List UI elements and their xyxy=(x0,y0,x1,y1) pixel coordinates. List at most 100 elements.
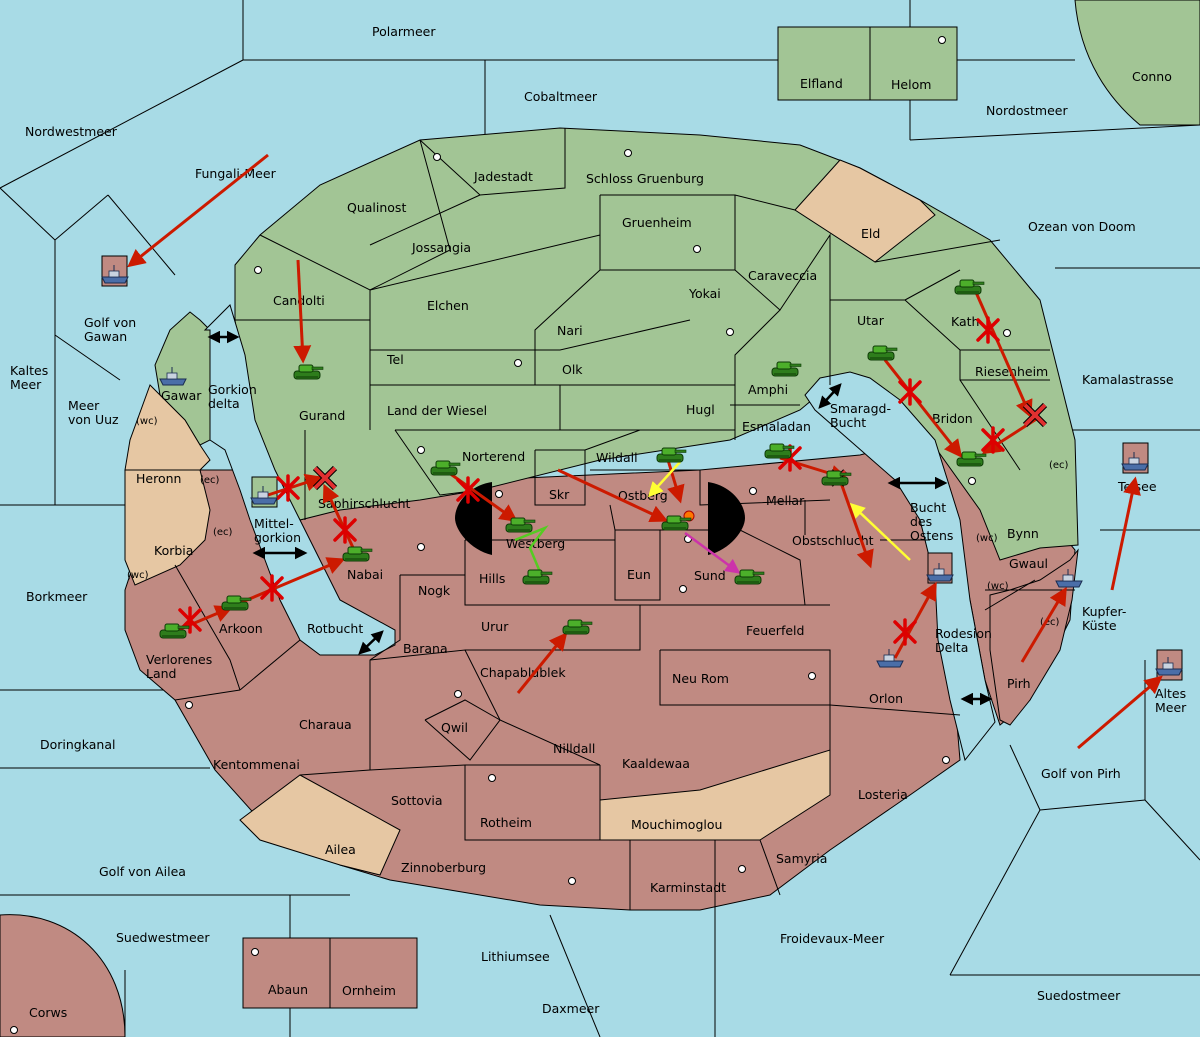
label-schloss: Schloss Gruenburg xyxy=(586,171,704,186)
label-qualinost: Qualinost xyxy=(347,200,406,215)
coast-tag: (ec) xyxy=(200,475,220,486)
label-feuerfeld: Feuerfeld xyxy=(746,623,804,638)
label-golf-pirh: Golf von Pirh xyxy=(1041,766,1121,781)
label-skr: Skr xyxy=(549,487,570,502)
label-olk: Olk xyxy=(562,362,583,377)
label-cobaltmeer: Cobaltmeer xyxy=(524,89,598,104)
coast-tag: (ec) xyxy=(213,527,233,538)
label-jossangia: Jossangia xyxy=(411,240,471,255)
coast-tag: (wc) xyxy=(987,581,1009,592)
label-polarmeer: Polarmeer xyxy=(372,24,436,39)
label-fungali: Fungali-Meer xyxy=(195,166,277,181)
coast-tag: (wc) xyxy=(127,570,149,581)
label-chapablublek: Chapablublek xyxy=(480,665,566,680)
failed-order-marks xyxy=(178,316,1005,646)
label-gruenheim: Gruenheim xyxy=(622,215,692,230)
label-wildall: Wildall xyxy=(596,450,638,465)
label-elfland: Elfland xyxy=(800,76,843,91)
label-gwaul: Gwaul xyxy=(1009,556,1048,571)
label-lithium: Lithiumsee xyxy=(481,949,550,964)
coast-tag: (ec) xyxy=(1049,460,1069,471)
label-teisee: Teisee xyxy=(1117,479,1157,494)
label-caraveccia: Caraveccia xyxy=(748,268,817,283)
label-losteria: Losteria xyxy=(858,787,908,802)
label-orlon: Orlon xyxy=(869,691,903,706)
canal-links xyxy=(207,330,993,706)
label-conno: Conno xyxy=(1132,69,1172,84)
label-qwil: Qwil xyxy=(441,720,468,735)
label-smaragd: Smaragd-Bucht xyxy=(830,401,891,430)
label-saphirschlucht: Saphirschlucht xyxy=(318,496,411,511)
label-hugl: Hugl xyxy=(686,402,715,417)
label-obstschlucht: Obstschlucht xyxy=(792,533,874,548)
label-nordwestmeer: Nordwestmeer xyxy=(25,124,118,139)
sea-labels: Polarmeer Cobaltmeer Nordwestmeer Nordos… xyxy=(10,24,1174,1016)
province-borders xyxy=(174,128,1075,910)
label-mouchimoglou: Mouchimoglou xyxy=(631,817,722,832)
label-landwiesel: Land der Wiesel xyxy=(387,403,487,418)
label-doom: Ozean von Doom xyxy=(1028,219,1136,234)
label-utar: Utar xyxy=(857,313,885,328)
label-karminstadt: Karminstadt xyxy=(650,880,726,895)
label-eun: Eun xyxy=(627,567,651,582)
coast-tag: (wc) xyxy=(976,533,998,544)
label-helom: Helom xyxy=(891,77,931,92)
label-nilldall: Nilldall xyxy=(553,741,595,756)
label-elchen: Elchen xyxy=(427,298,469,313)
label-barana: Barana xyxy=(403,641,448,656)
label-norterend: Norterend xyxy=(462,449,525,464)
label-nabai: Nabai xyxy=(347,567,383,582)
label-amphi: Amphi xyxy=(748,382,788,397)
label-ailea-golf: Golf von Ailea xyxy=(99,864,186,879)
label-neurom: Neu Rom xyxy=(672,671,729,686)
label-froidevaux: Froidevaux-Meer xyxy=(780,931,885,946)
label-korbia: Korbia xyxy=(154,543,193,558)
label-nari: Nari xyxy=(557,323,583,338)
label-nogk: Nogk xyxy=(418,583,451,598)
label-heronn: Heronn xyxy=(136,471,181,486)
label-gawar: Gawar xyxy=(161,388,202,403)
label-nordostmeer: Nordostmeer xyxy=(986,103,1068,118)
label-kaaldewaa: Kaaldewaa xyxy=(622,756,690,771)
label-bynn: Bynn xyxy=(1007,526,1039,541)
label-pirh: Pirh xyxy=(1007,676,1031,691)
label-doring: Doringkanal xyxy=(40,737,115,752)
label-bridon: Bridon xyxy=(932,411,973,426)
label-ornheim: Ornheim xyxy=(342,983,396,998)
label-daxmeer: Daxmeer xyxy=(542,1001,600,1016)
label-suedost: Suedostmeer xyxy=(1037,988,1121,1003)
label-esmaladan: Esmaladan xyxy=(742,419,811,434)
label-eld: Eld xyxy=(861,226,880,241)
label-kentommenai: Kentommenai xyxy=(213,757,300,772)
support-arrows xyxy=(514,461,911,574)
label-kamala: Kamalastrasse xyxy=(1082,372,1174,387)
label-tel: Tel xyxy=(386,352,404,367)
label-yokai: Yokai xyxy=(688,286,721,301)
label-suedwest: Suedwestmeer xyxy=(116,930,210,945)
label-kath: Kath xyxy=(951,314,979,329)
bridges xyxy=(455,482,745,555)
label-jadestadt: Jadestadt xyxy=(473,169,533,184)
label-arkoon: Arkoon xyxy=(219,621,263,636)
label-rotbucht: Rotbucht xyxy=(307,621,363,636)
label-corws: Corws xyxy=(29,1005,67,1020)
label-sund: Sund xyxy=(694,568,726,583)
label-zinnoberburg: Zinnoberburg xyxy=(401,860,486,875)
label-westberg: Westberg xyxy=(506,536,565,551)
label-charaua: Charaua xyxy=(299,717,352,732)
label-mellar: Mellar xyxy=(766,493,805,508)
coast-tag: (ec) xyxy=(1040,617,1060,628)
coast-tags: (wc) (ec) (ec) (wc) (ec) (wc) (wc) (ec) xyxy=(127,416,1069,628)
label-kupfer: Kupfer-Küste xyxy=(1082,604,1126,633)
label-gurand: Gurand xyxy=(299,408,345,423)
label-rotheim: Rotheim xyxy=(480,815,532,830)
move-arrows xyxy=(127,153,1163,750)
